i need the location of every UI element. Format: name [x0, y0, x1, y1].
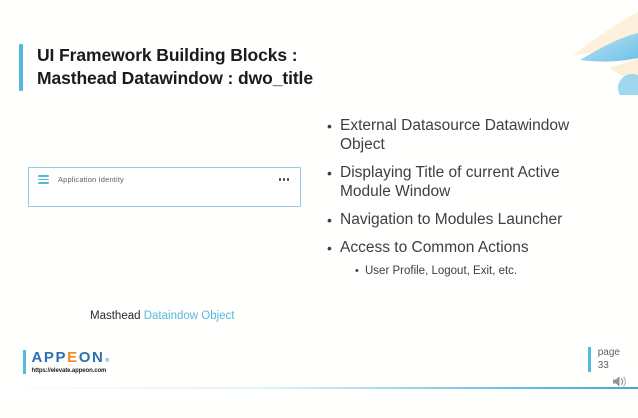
bullet-text: User Profile, Logout, Exit, etc. — [365, 265, 518, 278]
slide-title: UI Framework Building Blocks : Masthead … — [19, 44, 313, 91]
logo-accent-bar — [23, 350, 26, 374]
masthead-datawindow-preview[interactable]: Application Identity — [28, 167, 301, 207]
page-accent-bar — [587, 347, 591, 372]
list-item: • External Datasource Datawindow Object — [327, 117, 612, 155]
list-item-sub: • User Profile, Logout, Exit, etc. — [355, 264, 612, 278]
masthead-caption: Masthead Dataindow Object — [90, 310, 235, 322]
bullet-marker: • — [355, 265, 359, 278]
caption-prefix: Masthead — [90, 310, 141, 322]
logo-trademark: ® — [105, 358, 111, 364]
logo-part-2: E — [67, 349, 79, 366]
bullet-marker: • — [327, 118, 332, 134]
application-identity-label: Application Identity — [58, 175, 124, 184]
decorative-swoosh — [573, 12, 638, 95]
page-label: page — [597, 347, 620, 358]
list-item: • Access to Common Actions — [327, 239, 612, 258]
bullet-text: External Datasource Datawindow Object — [340, 117, 570, 153]
page-indicator: page 33 — [587, 347, 620, 372]
bullet-marker: • — [327, 164, 332, 181]
footer-divider — [0, 387, 638, 389]
page-title: UI Framework Building Blocks : Masthead … — [37, 45, 313, 89]
logo-part-1: APP — [31, 349, 68, 366]
bullet-marker: • — [327, 239, 332, 256]
hamburger-icon[interactable] — [38, 175, 49, 184]
bullet-text: Navigation to Modules Launcher — [340, 210, 563, 228]
logo-url: https://elevate.appeon.com — [31, 368, 107, 374]
bullet-list: • External Datasource Datawindow Object … — [327, 117, 612, 279]
logo-part-3: ON — [78, 349, 105, 366]
title-accent-bar — [19, 44, 23, 91]
bullet-text: Displaying Title of current Active Modul… — [340, 163, 560, 200]
list-item: • Navigation to Modules Launcher — [327, 211, 612, 230]
caption-highlight: Dataindow Object — [143, 310, 235, 322]
page-number: 33 — [597, 359, 609, 371]
list-item: • Displaying Title of current Active Mod… — [327, 164, 612, 202]
ellipsis-icon[interactable] — [279, 178, 291, 181]
bullet-text: Access to Common Actions — [340, 238, 529, 256]
speaker-icon[interactable] — [612, 374, 629, 389]
page-text-wrap: page 33 — [598, 347, 620, 372]
bullet-marker: • — [327, 211, 332, 228]
masthead-bar: Application Identity — [29, 168, 300, 184]
